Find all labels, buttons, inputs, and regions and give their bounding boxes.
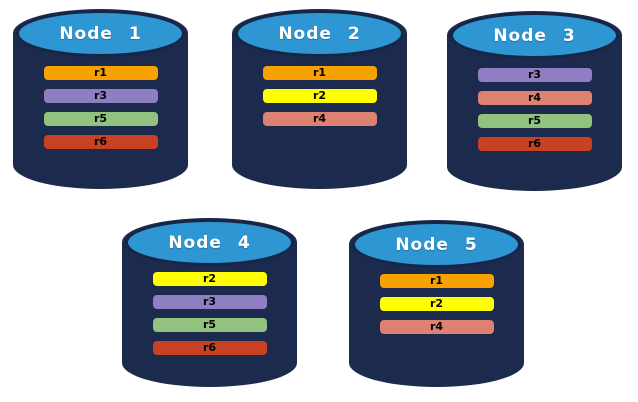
record-bar-r1: r1 — [262, 66, 377, 80]
cylinder-top-ellipse — [235, 10, 404, 57]
record-bar-r3: r3 — [43, 89, 158, 103]
node-title: Node 3 — [493, 25, 576, 46]
cylinder-top-ellipse — [16, 10, 185, 57]
cylinder-top-ellipse — [125, 219, 294, 266]
record-bar-r5: r5 — [477, 114, 592, 128]
record-bar-r1: r1 — [43, 66, 158, 80]
record-list: r1 r2 r4 — [232, 66, 407, 126]
record-bar-r2: r2 — [379, 297, 494, 311]
record-list: r3 r4 r5 r6 — [447, 68, 622, 151]
cylinder-top-ellipse — [352, 221, 521, 268]
record-bar-r2: r2 — [262, 89, 377, 103]
record-bar-r6: r6 — [152, 341, 267, 355]
record-bar-r1: r1 — [379, 274, 494, 288]
cylinder-top-ellipse — [450, 12, 619, 59]
record-bar-r4: r4 — [477, 91, 592, 105]
record-bar-r5: r5 — [152, 318, 267, 332]
node-title: Node 2 — [278, 23, 361, 44]
record-bar-r6: r6 — [477, 137, 592, 151]
record-bar-r3: r3 — [477, 68, 592, 82]
record-list: r2 r3 r5 r6 — [122, 272, 297, 355]
node-title: Node 1 — [59, 23, 142, 44]
node-3-cylinder: Node 3 r3 r4 r5 r6 — [447, 11, 622, 191]
node-1-cylinder: Node 1 r1 r3 r5 r6 — [13, 9, 188, 189]
node-title: Node 5 — [395, 234, 478, 255]
record-bar-r4: r4 — [262, 112, 377, 126]
record-list: r1 r3 r5 r6 — [13, 66, 188, 149]
record-bar-r5: r5 — [43, 112, 158, 126]
node-title: Node 4 — [168, 232, 251, 253]
node-4-cylinder: Node 4 r2 r3 r5 r6 — [122, 218, 297, 387]
record-bar-r6: r6 — [43, 135, 158, 149]
node-2-cylinder: Node 2 r1 r2 r4 — [232, 9, 407, 189]
record-bar-r2: r2 — [152, 272, 267, 286]
record-list: r1 r2 r4 — [349, 274, 524, 334]
record-bar-r4: r4 — [379, 320, 494, 334]
record-bar-r3: r3 — [152, 295, 267, 309]
node-5-cylinder: Node 5 r1 r2 r4 — [349, 220, 524, 387]
